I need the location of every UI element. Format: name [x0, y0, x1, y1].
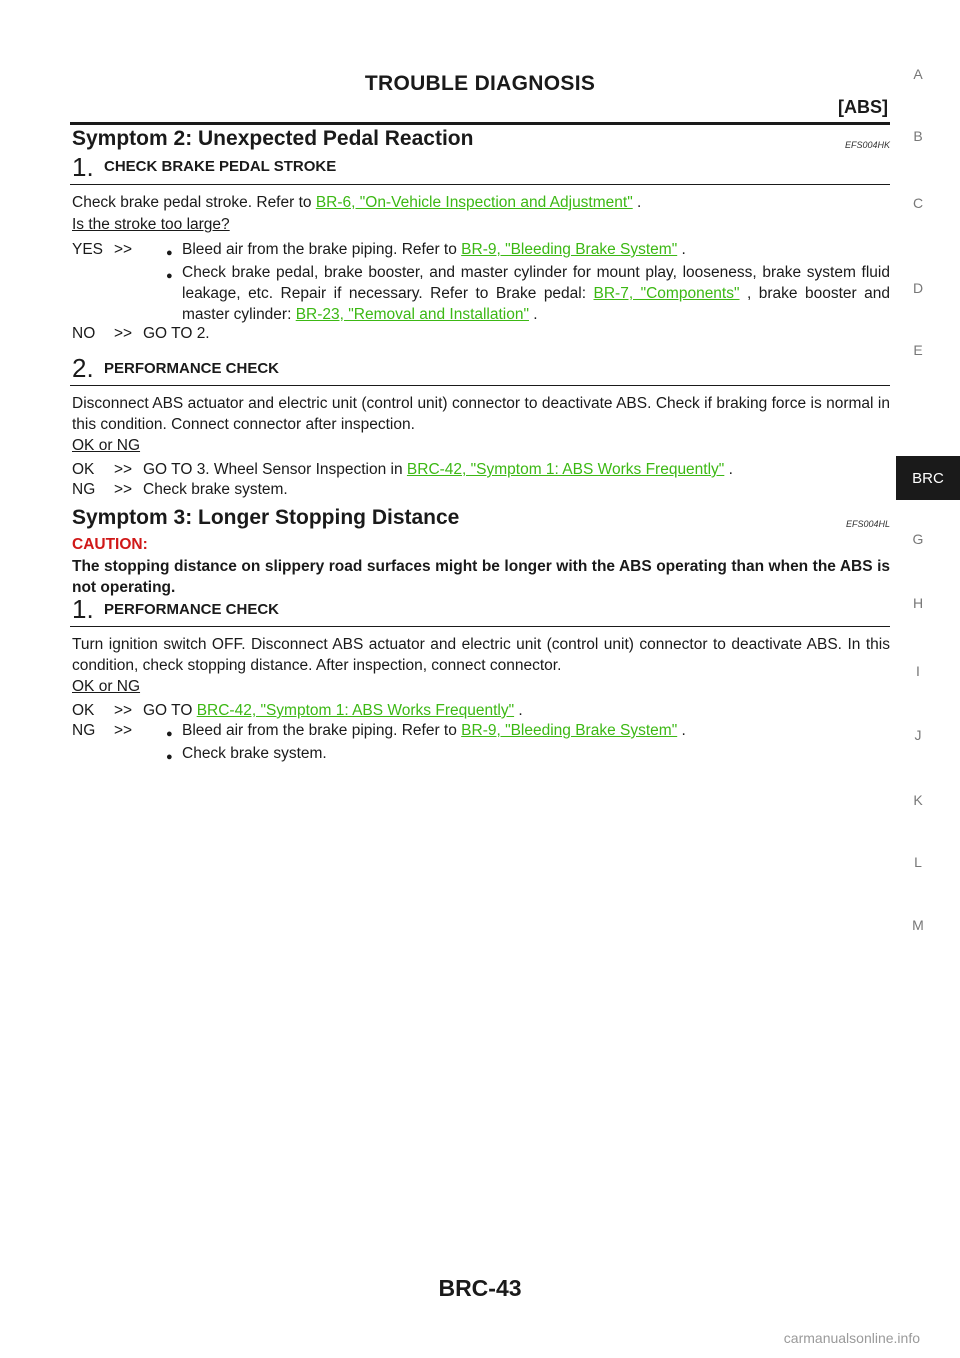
s2-ng-text: Check brake system. [143, 481, 288, 498]
s2-yes-arrow: >> [114, 241, 133, 258]
s2-step2-number: 2. [72, 353, 94, 383]
link-br9[interactable]: BR-9, "Bleeding Brake System" [461, 241, 678, 258]
s3-step1-question: OK or NG [72, 678, 141, 695]
page-title: TROUBLE DIAGNOSIS [364, 72, 596, 95]
link-br6[interactable]: BR-6, "On-Vehicle Inspection and Adjustm… [315, 194, 633, 211]
link-br7[interactable]: BR-7, "Components" [593, 285, 740, 302]
side-tab-brc-active[interactable]: BRC [896, 456, 960, 500]
caution-text: The stopping distance on slippery road s… [72, 558, 890, 596]
symptom3-heading: Symptom 3: Longer Stopping Distance [72, 506, 460, 529]
s2-no-text: GO TO 2. [143, 325, 210, 342]
bullet-icon: ● [166, 751, 173, 763]
page-number: BRC-43 [438, 1275, 522, 1301]
side-tab-l[interactable]: L [914, 854, 922, 870]
link-br23[interactable]: BR-23, "Removal and Installation" [295, 306, 529, 323]
s3-ok-text: GO TO BRC-42, "Symptom 1: ABS Works Freq… [143, 702, 523, 719]
side-tab-i[interactable]: I [916, 663, 920, 679]
symptom3-code: EFS004HL [845, 519, 890, 529]
side-tab-k[interactable]: K [913, 792, 923, 808]
s2-yes-bullet1: Bleed air from the brake piping. Refer t… [182, 241, 686, 258]
s3-step1-number: 1. [72, 594, 94, 624]
link-brc42[interactable]: BRC-42, "Symptom 1: ABS Works Frequently… [406, 461, 725, 478]
s2-no-arrow: >> [114, 325, 133, 342]
s2-ng-label: NG [72, 481, 96, 498]
side-tab-h[interactable]: H [912, 595, 924, 611]
bullet-icon: ● [166, 247, 173, 259]
s2-step2-title: PERFORMANCE CHECK [104, 360, 280, 377]
s3-ng-label: NG [72, 722, 96, 739]
link-brc42-2[interactable]: BRC-42, "Symptom 1: ABS Works Frequently… [196, 702, 515, 719]
s2-step1-title: CHECK BRAKE PEDAL STROKE [104, 158, 337, 175]
side-tab-m[interactable]: M [912, 917, 924, 933]
s2-yes-bullet2: Check brake pedal, brake booster, and ma… [182, 264, 890, 323]
s2-no-label: NO [72, 325, 96, 342]
side-tab-b[interactable]: B [913, 128, 923, 144]
s2-step1-rule [70, 184, 890, 185]
s3-step1-text: Turn ignition switch OFF. Disconnect ABS… [72, 636, 890, 674]
side-tab-g[interactable]: G [912, 531, 924, 547]
s2-ok-arrow: >> [114, 461, 133, 478]
s2-step2-question: OK or NG [72, 437, 141, 454]
s3-ng-arrow: >> [114, 722, 133, 739]
bullet-icon: ● [166, 270, 173, 282]
page-subtitle: [ABS] [838, 97, 888, 117]
side-tab-a[interactable]: A [913, 66, 923, 82]
s3-ok-label: OK [72, 702, 95, 719]
s2-ok-text: GO TO 3. Wheel Sensor Inspection in BRC-… [143, 461, 733, 478]
side-tab-d[interactable]: D [912, 280, 924, 296]
s2-step2-rule [70, 385, 890, 386]
caution-label: CAUTION: [72, 536, 148, 553]
header-rule [70, 122, 890, 125]
s3-ok-arrow: >> [114, 702, 133, 719]
s3-ng-bullet2: Check brake system. [182, 745, 327, 762]
symptom2-heading: Symptom 2: Unexpected Pedal Reaction [72, 127, 474, 150]
side-tab-e[interactable]: E [913, 342, 923, 358]
side-tab-j[interactable]: J [914, 727, 922, 743]
bullet-icon: ● [166, 728, 173, 740]
watermark: carmanualsonline.info [783, 1330, 920, 1346]
s3-ng-bullet1: Bleed air from the brake piping. Refer t… [182, 722, 686, 739]
s3-step1-title: PERFORMANCE CHECK [104, 601, 280, 618]
s2-ng-arrow: >> [114, 481, 133, 498]
s2-yes-label: YES [72, 241, 104, 258]
symptom2-code: EFS004HK [844, 140, 890, 150]
s2-step1-number: 1. [72, 152, 94, 182]
s2-step1-text: Check brake pedal stroke. Refer to BR-6,… [72, 194, 642, 211]
s2-ok-label: OK [72, 461, 95, 478]
link-br9-2[interactable]: BR-9, "Bleeding Brake System" [461, 722, 678, 739]
s3-step1-rule [70, 626, 890, 627]
s2-step2-text: Disconnect ABS actuator and electric uni… [72, 395, 890, 433]
side-tab-c[interactable]: C [912, 195, 924, 211]
s2-step1-question: Is the stroke too large? [72, 216, 230, 233]
